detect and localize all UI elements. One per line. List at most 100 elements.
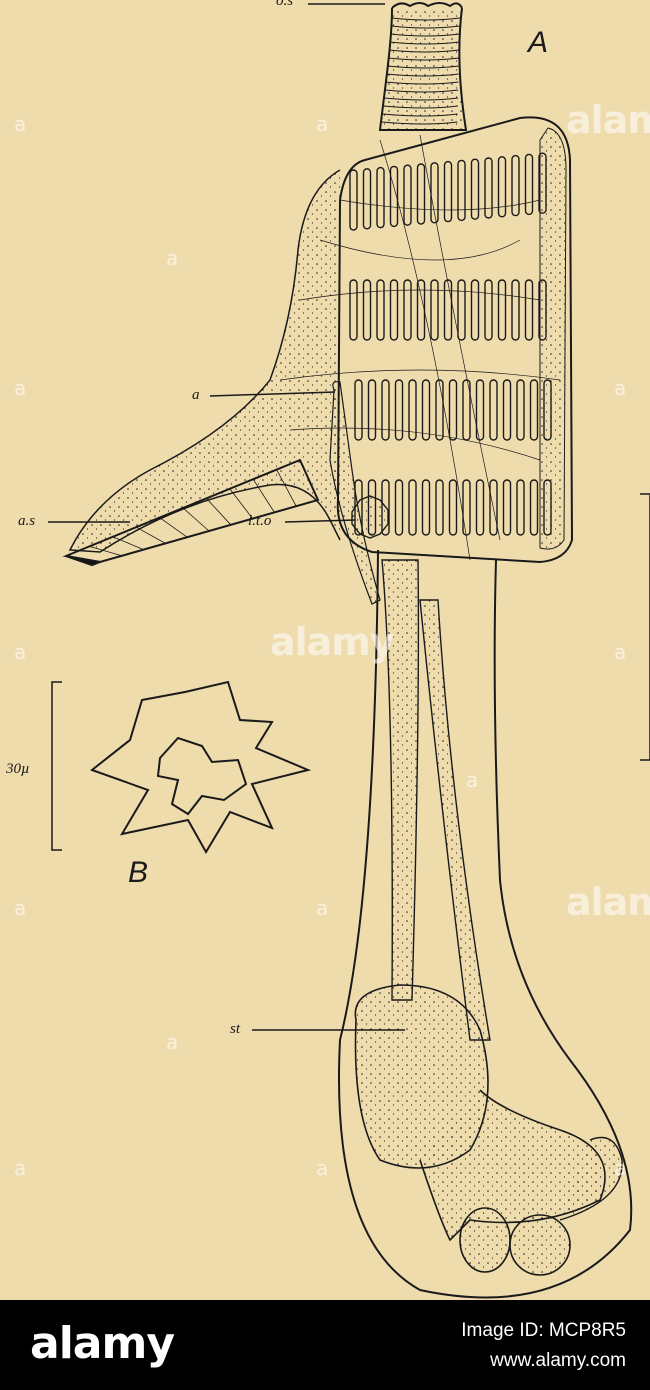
stigma <box>470 158 480 220</box>
stigma <box>511 279 520 341</box>
stigma <box>362 168 372 230</box>
stigma <box>462 479 471 536</box>
rectum <box>559 1136 623 1221</box>
stigma <box>538 279 547 341</box>
stigma <box>435 479 444 536</box>
leader-lto <box>284 519 356 523</box>
watermark-mark-2: a <box>316 112 329 136</box>
siphon-ring <box>381 121 458 125</box>
gut-loop-a <box>459 1207 511 1273</box>
gut-loop-b <box>509 1214 571 1276</box>
stigma <box>362 279 372 341</box>
spicule-core <box>156 736 248 816</box>
body-stipple-edge <box>539 127 567 550</box>
stigma <box>529 479 539 536</box>
siphon-ring <box>389 41 460 45</box>
watermark-mark-4: a <box>14 376 27 400</box>
watermark-mark-3: a <box>166 246 179 270</box>
label-st: st <box>230 1021 241 1037</box>
stigma <box>497 279 507 341</box>
siphon-ring <box>388 49 460 53</box>
stigma <box>470 279 480 341</box>
panel-label-b: B <box>128 856 149 889</box>
siphon-ring <box>385 81 459 85</box>
label-lto: l.t.o <box>248 513 272 529</box>
stigma <box>394 379 404 441</box>
watermark-mark-8: a <box>466 768 479 792</box>
stigma <box>462 379 471 441</box>
stigma <box>435 379 444 441</box>
watermark-mark-5: a <box>614 376 627 400</box>
alamy-logo: alamy <box>30 1318 175 1369</box>
siphon-ring <box>276 469 297 507</box>
stigma <box>381 379 390 441</box>
label-scale-b: 30µ <box>6 761 30 777</box>
siphon-ring <box>252 478 275 513</box>
watermark-mark-7: a <box>614 640 627 664</box>
watermark-top-right: alamy <box>566 98 650 142</box>
siphon-ring <box>182 507 210 532</box>
siphon-ring <box>391 25 460 29</box>
stigma <box>416 279 426 341</box>
stigma <box>443 160 453 223</box>
scale-bar-a <box>640 493 650 761</box>
siphon-ring <box>159 517 188 538</box>
watermark-mark-9: a <box>14 896 27 920</box>
siphon-ring <box>384 89 459 93</box>
stigma <box>489 379 498 441</box>
label-as: a.s <box>18 513 36 529</box>
mantle-fibres <box>279 134 561 561</box>
siphon-ring <box>206 498 232 526</box>
stigma <box>448 379 458 441</box>
watermark-mark-6: a <box>14 640 27 664</box>
siphon-ring <box>136 526 166 544</box>
stigma <box>403 279 412 341</box>
stigma <box>416 163 426 225</box>
stock-footer: alamy Image ID: MCP8R5 www.alamy.com <box>0 1300 650 1390</box>
stigmata-rows <box>349 152 552 536</box>
stigma <box>484 279 493 341</box>
stigma <box>421 479 431 536</box>
stigma <box>511 154 520 217</box>
stigma <box>367 379 377 441</box>
siphon-ring <box>89 546 122 557</box>
stigma <box>457 159 466 222</box>
stigma <box>502 379 512 441</box>
stigma <box>349 279 358 341</box>
watermark-right: alamy <box>566 880 650 924</box>
stigma <box>502 479 512 536</box>
stigma <box>457 279 466 341</box>
stigma <box>389 165 399 228</box>
siphon-ring <box>391 17 461 21</box>
panel-label-a: A <box>528 26 549 59</box>
stigma <box>403 164 412 226</box>
siphon-ring <box>383 97 459 101</box>
stigma <box>349 169 358 231</box>
watermark-mark-12: a <box>14 1156 27 1180</box>
lto-organ <box>351 495 389 539</box>
stigma <box>475 379 485 441</box>
watermark-middle: alamy <box>270 620 395 664</box>
stigma <box>389 279 399 341</box>
stigma <box>516 479 525 536</box>
stigma <box>538 152 547 214</box>
zooid-illustration <box>48 2 650 1299</box>
stigma <box>408 479 417 536</box>
watermark-mark-11: a <box>166 1030 179 1054</box>
atrial-siphon <box>62 458 320 567</box>
stigma <box>354 379 363 441</box>
stigma <box>524 153 534 216</box>
siphon-ring <box>383 105 458 109</box>
watermark-mark-13: a <box>316 1156 329 1180</box>
stigma <box>394 479 404 536</box>
siphon-ring <box>229 488 253 519</box>
test-lobe <box>68 169 341 553</box>
siphon-ring <box>386 73 459 77</box>
stigma <box>543 479 552 536</box>
stigma <box>430 279 439 341</box>
stigma <box>421 379 431 441</box>
siphon-ring <box>112 536 144 550</box>
stigma <box>524 279 534 341</box>
watermark-mark-14: a <box>614 1156 627 1180</box>
label-a: a <box>192 387 200 403</box>
